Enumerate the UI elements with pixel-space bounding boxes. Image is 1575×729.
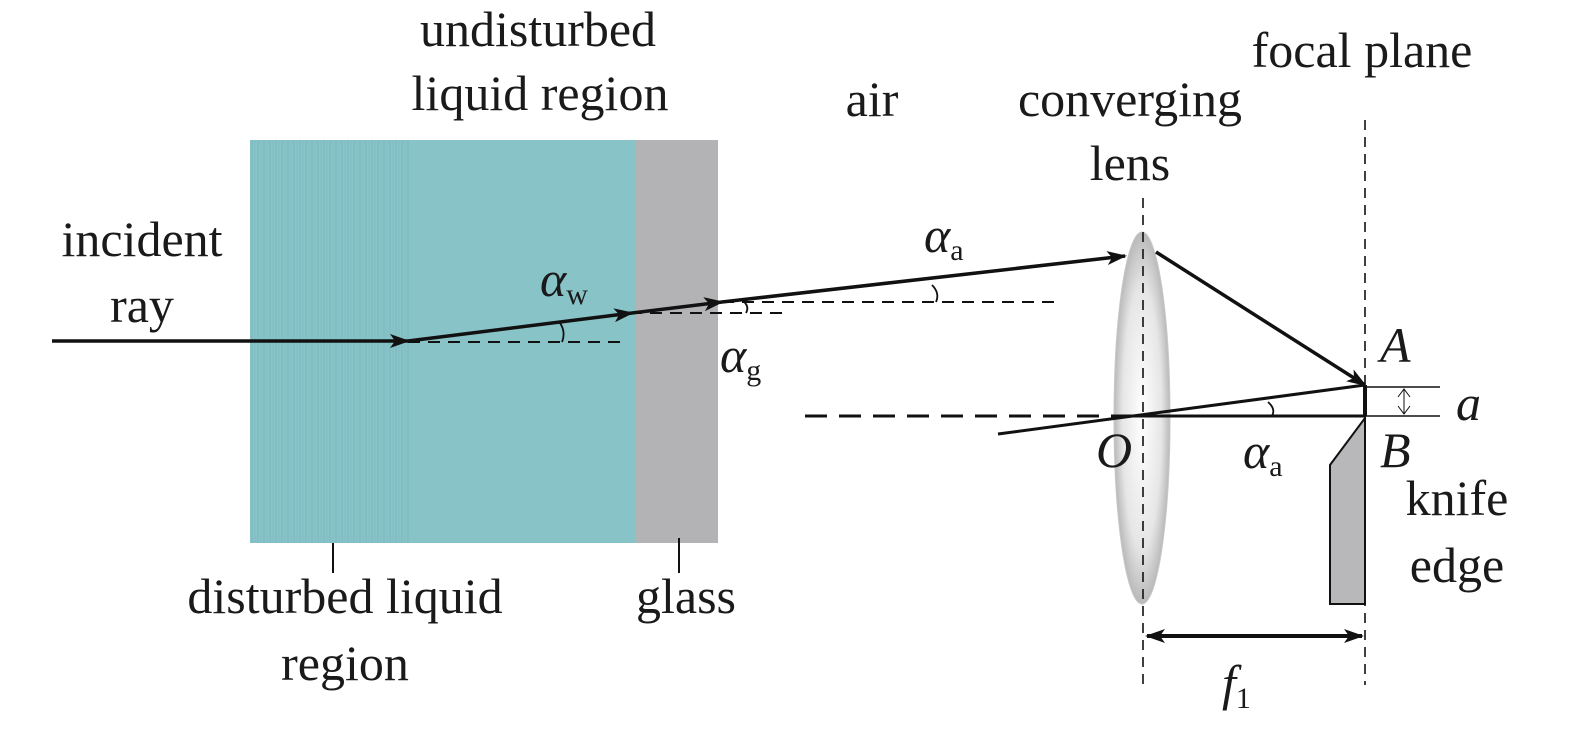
label-focal-plane: focal plane (1252, 22, 1473, 78)
point-O: O (1096, 422, 1132, 478)
angle-arc-alpha-g (741, 299, 749, 314)
angle-arc-alpha-a-bottom (1267, 401, 1275, 417)
point-A: A (1377, 317, 1411, 373)
label-incident-2: ray (110, 277, 174, 333)
label-undisturbed-1: undisturbed (420, 1, 656, 57)
label-disturbed-2: region (281, 635, 409, 691)
label-glass: glass (636, 568, 736, 624)
ray-in-glass (631, 297, 724, 315)
label-air: air (846, 71, 899, 127)
angle-arc-alpha-w (559, 322, 565, 343)
point-B: B (1380, 422, 1411, 478)
angle-arc-alpha-a-top (931, 284, 939, 303)
symbol-gap-a: a (1456, 375, 1481, 431)
knife-edge-blade (1329, 414, 1366, 605)
symbol-focal-length: f1 (1222, 655, 1251, 715)
symbol-alpha-a-top: αa (924, 207, 964, 267)
symbol-alpha-a-bottom: αa (1243, 423, 1283, 483)
label-disturbed-1: disturbed liquid (187, 568, 502, 624)
glass-block (635, 140, 718, 543)
label-knife-1: knife (1406, 470, 1509, 526)
label-knife-2: edge (1410, 537, 1504, 593)
label-incident-1: incident (61, 211, 222, 267)
label-converging-2: lens (1090, 135, 1171, 191)
ray-in-air (721, 251, 1127, 304)
chief-ray-through-O (997, 383, 1366, 436)
gap-arrowheads (1397, 388, 1411, 415)
label-undisturbed-2: liquid region (412, 65, 669, 121)
ray-in-liquid (407, 308, 634, 343)
symbol-alpha-w: αw (540, 251, 588, 311)
ray-after-lens (1155, 250, 1367, 387)
symbol-alpha-g: αg (720, 327, 761, 387)
label-converging-1: converging (1018, 71, 1242, 127)
